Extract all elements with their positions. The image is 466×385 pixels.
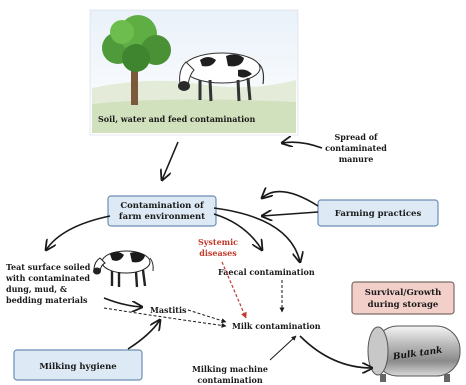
arrow-practices-to-environment-curve	[262, 192, 319, 207]
cow-icon	[178, 52, 265, 102]
tree-icon	[102, 15, 171, 105]
manure-label-2: contaminated	[325, 143, 387, 153]
teat-label-4: bedding materials	[6, 295, 88, 305]
arrow-environment-to-faecal	[213, 213, 262, 250]
mastitis-label: Mastitis	[150, 305, 187, 315]
arrows	[46, 142, 372, 368]
arrows-small	[103, 280, 297, 361]
arrow-mastitis-to-milk	[187, 309, 227, 324]
storage-box: Survival/Growth during storage	[351, 281, 455, 315]
manure-label-3: manure	[339, 154, 374, 164]
milking-hygiene-box: Milking hygiene	[13, 349, 143, 381]
scene-caption: Soil, water and feed contamination	[98, 114, 255, 124]
storage-label-1: Survival/Growth	[365, 288, 442, 298]
systemic-label-1: Systemic	[198, 237, 238, 247]
faecal-label: Faecal contamination	[218, 267, 315, 277]
arrow-environment-to-teat	[46, 215, 111, 250]
arrow-environment-to-milk-curve	[213, 207, 300, 262]
teat-label-2: with contaminated	[5, 273, 90, 283]
farm-environment-box: Contamination of farm environment	[107, 195, 217, 227]
arrow-practices-to-environment	[262, 212, 319, 216]
cow-icon	[93, 250, 154, 288]
arrow-machine-to-milk	[269, 335, 297, 361]
farm-environment-label-2: farm environment	[119, 212, 205, 222]
machine-label-1: Milking machine	[192, 364, 268, 374]
arrow-systemic-to-milk	[221, 261, 247, 319]
teat-label-1: Teat surface soiled	[6, 262, 91, 272]
arrow-teat-to-mastitis	[103, 297, 142, 307]
milking-hygiene-label: Milking hygiene	[39, 362, 117, 372]
teat-label-3: dung, mud, &	[6, 284, 68, 294]
machine-label-2: contamination	[197, 375, 262, 385]
bulk-tank-icon: Bulk tank	[367, 325, 461, 382]
storage-label-2: during storage	[368, 300, 439, 310]
arrow-milk-to-tank	[299, 335, 372, 368]
systemic-label-2: diseases	[199, 248, 237, 258]
manure-label-1: Spread of	[334, 132, 378, 142]
farm-environment-label-1: Contamination of	[120, 201, 205, 211]
arrow-manure-to-scene	[282, 142, 323, 149]
milk-contamination-label: Milk contamination	[232, 321, 321, 331]
arrow-hygiene-to-mastitis	[127, 320, 160, 350]
farming-practices-box: Farming practices	[317, 199, 439, 227]
arrow-scene-to-environment	[162, 141, 179, 180]
farming-practices-label: Farming practices	[335, 209, 422, 219]
